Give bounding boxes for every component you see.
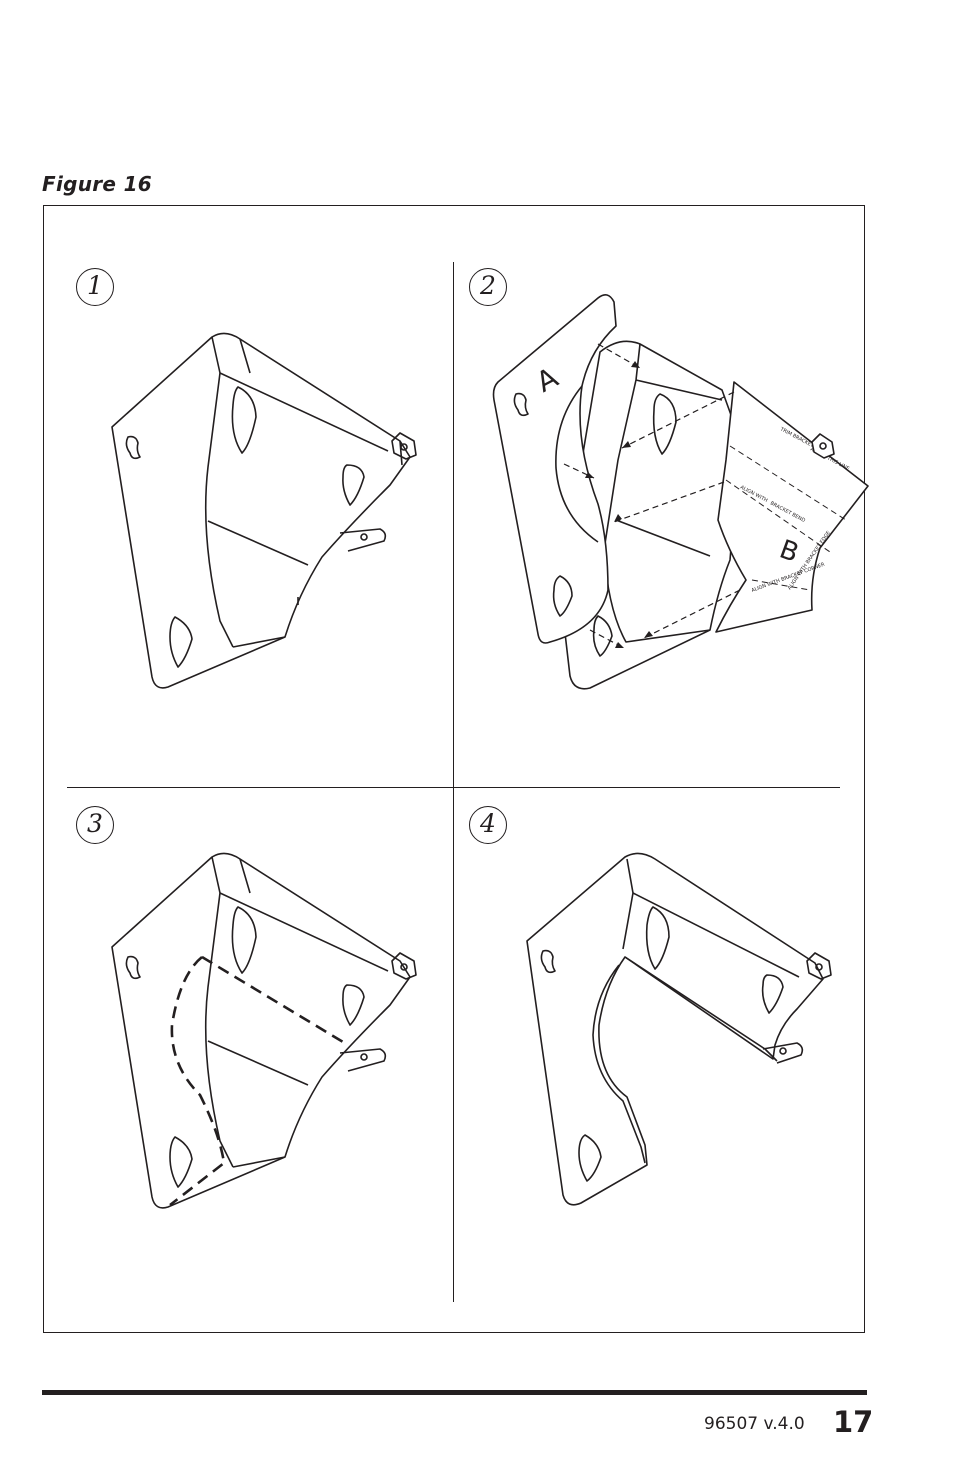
step-2-template-illustration: A B TRIM BRACKET ALONG THIS LINE ALIGN W… [490, 290, 870, 700]
step-1-bracket-illustration [100, 325, 430, 695]
page-number: 17 [833, 1405, 874, 1439]
panel-divider-vertical [453, 262, 454, 1302]
step-4-trimmed-bracket-illustration [515, 845, 835, 1215]
step-2-badge: 2 [469, 268, 507, 306]
step-3-badge: 3 [76, 806, 114, 844]
document-id: 96507 v.4.0 [704, 1414, 805, 1434]
figure-frame [43, 205, 865, 1333]
footer-rule [42, 1390, 867, 1395]
step-3-cutline-illustration [100, 845, 430, 1215]
figure-title: Figure 16 [42, 172, 152, 196]
step-4-badge: 4 [469, 806, 507, 844]
panel-divider-horizontal [67, 787, 840, 788]
step-1-badge: 1 [76, 268, 114, 306]
